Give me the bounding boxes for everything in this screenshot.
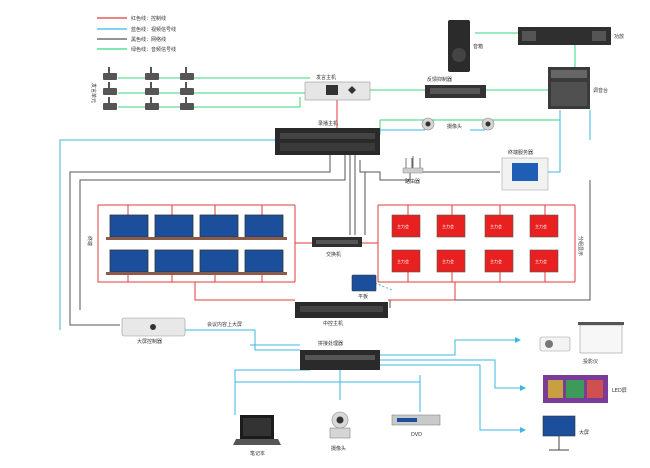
- mixer-icon: [548, 67, 590, 109]
- amplifier-label: 功放: [614, 33, 624, 40]
- display-screen-icon: 主力会: [484, 249, 514, 273]
- display-screen-text: 主力会: [442, 258, 454, 264]
- display-screen-icon: 主力会: [391, 249, 421, 273]
- projector-label: 投影仪: [583, 358, 598, 365]
- camera-icon: [421, 117, 435, 131]
- terminal-laptop-icon: [241, 249, 287, 275]
- central-host-icon: [295, 302, 388, 318]
- speaker-icon: [448, 20, 470, 72]
- processor-icon: [300, 350, 380, 370]
- laptop-label: 笔记本: [250, 450, 265, 457]
- big-screen-controller-label: 大屏控制器: [137, 338, 162, 345]
- recorder-label: 录播主机: [318, 120, 338, 127]
- big-screen-controller-icon: [121, 317, 186, 337]
- mic-unit-icon: [103, 97, 117, 110]
- switch-label: 交换机: [326, 251, 341, 258]
- right-displays: 主力会 主力会 主力会 主力会 主力会 主力会 主力会 主力会: [391, 214, 559, 273]
- speaker-label: 音箱: [473, 43, 483, 50]
- terminal-laptop-icon: [106, 249, 152, 275]
- media-server-label: 终端服务器: [508, 149, 533, 156]
- legend-text-video: 蓝色线：视频信号线: [131, 26, 176, 33]
- display-screen-text: 主力会: [535, 223, 547, 229]
- mic-unit-icon: [180, 67, 194, 80]
- mic-unit-icon: [180, 97, 194, 110]
- mic-unit-icon: [180, 82, 194, 95]
- display-screen-text: 主力会: [490, 223, 502, 229]
- display-screen-text: 主力会: [442, 223, 454, 229]
- mic-unit-icon: [145, 67, 159, 80]
- legend-text-control: 红色线：控制线: [131, 15, 166, 22]
- display-screen-icon: 主力会: [529, 214, 559, 238]
- mic-units-label: 发言单元: [90, 83, 97, 103]
- display-screen-text: 主力会: [397, 258, 409, 264]
- display-screen-icon: 主力会: [436, 214, 466, 238]
- terminal-laptop-icon: [196, 214, 242, 240]
- mic-unit-icon: [103, 67, 117, 80]
- led-screen-icon: [543, 375, 608, 403]
- laptop-icon: [233, 415, 281, 445]
- display-screen-icon: 主力会: [484, 214, 514, 238]
- legend-text-network: 黑色线：网络线: [131, 36, 166, 43]
- central-host-label: 中控主机: [323, 320, 343, 327]
- display-screen-text: 主力会: [397, 223, 409, 229]
- media-server-icon: [501, 157, 549, 191]
- legend: 红色线：控制线 蓝色线：视频信号线 黑色线：网络线 绿色线：音频信号线: [97, 15, 176, 53]
- switch-icon: [312, 237, 362, 247]
- router-label: 路由器: [405, 178, 420, 185]
- legend-text-audio: 绿色线：音频信号线: [131, 46, 176, 53]
- mic-unit-icon: [145, 82, 159, 95]
- meeting-to-screen-label: 会议内容上大屏: [207, 321, 242, 328]
- terminal-laptop-icon: [151, 249, 197, 275]
- recorder-icon: [275, 128, 380, 155]
- camera-bottom-label: 摄像头: [331, 445, 346, 452]
- led-screen-label: LED屏: [612, 388, 627, 394]
- terminal-laptop-icon: [151, 214, 197, 240]
- left-terminals: [106, 214, 287, 275]
- display-screen-icon: 主力会: [391, 214, 421, 238]
- mic-units: [103, 67, 194, 110]
- mic-host-icon: [304, 81, 371, 101]
- dvd-icon: [391, 414, 441, 426]
- feedback-suppressor-icon: [425, 85, 486, 98]
- big-screen-label: 大屏: [579, 429, 589, 436]
- router-icon: [402, 156, 424, 174]
- amplifier-icon: [518, 27, 611, 45]
- dvd-label: DVD: [411, 432, 422, 438]
- camera-icon: [329, 411, 351, 439]
- big-screen-icon: [542, 415, 576, 451]
- mic-unit-icon: [103, 82, 117, 95]
- processor-label: 拼接处理器: [318, 340, 343, 347]
- mixer-label: 调音台: [593, 87, 608, 94]
- left-group-label: 终端: [86, 236, 93, 246]
- mic-unit-icon: [145, 97, 159, 110]
- tablet-label: 平板: [358, 293, 368, 300]
- camera-top-label: 摄像头: [447, 123, 462, 130]
- display-screen-icon: 主力会: [436, 249, 466, 273]
- right-group-label: 分组显示: [577, 236, 584, 256]
- feedback-suppressor-label: 反馈抑制器: [427, 76, 452, 83]
- display-screen-icon: 主力会: [529, 249, 559, 273]
- terminal-laptop-icon: [196, 249, 242, 275]
- display-screen-text: 主力会: [490, 258, 502, 264]
- display-screen-text: 主力会: [535, 258, 547, 264]
- mic-host-label: 发言主机: [316, 74, 336, 81]
- terminal-laptop-icon: [241, 214, 287, 240]
- camera-icon: [481, 117, 495, 131]
- tablet-icon: [351, 274, 377, 292]
- terminal-laptop-icon: [106, 214, 152, 240]
- projector-icon: [539, 322, 624, 354]
